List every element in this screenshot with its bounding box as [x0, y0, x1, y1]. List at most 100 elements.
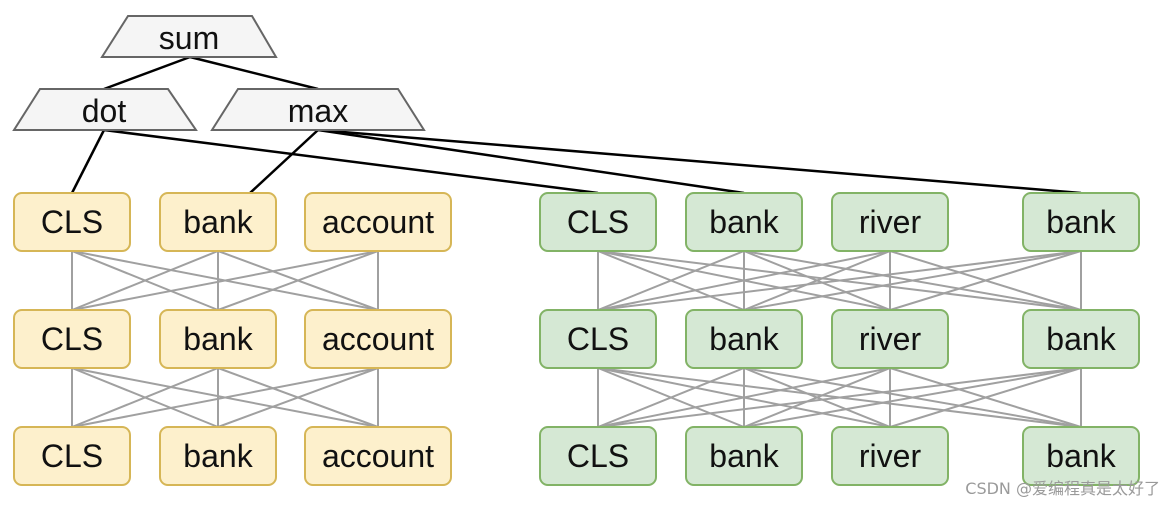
query-token-box	[304, 192, 452, 252]
query-token-node: CLS	[13, 426, 131, 486]
document-token-node: bank	[685, 426, 803, 486]
query-mesh-edge	[71, 250, 219, 311]
query-token-box	[13, 309, 131, 369]
operator-edges	[70, 55, 1082, 195]
query-token-box	[159, 309, 277, 369]
document-token-box	[539, 192, 657, 252]
edge-dot-doc-cls	[103, 128, 599, 195]
query-token-box	[159, 192, 277, 252]
query-token-label: CLS	[41, 204, 103, 240]
document-mesh-edge	[889, 367, 1082, 428]
mesh-edges	[71, 250, 1082, 428]
document-token-node: bank	[1022, 309, 1140, 369]
sum-label: sum	[159, 20, 219, 56]
document-token-box	[831, 426, 949, 486]
query-token-label: bank	[183, 438, 253, 474]
document-mesh-edge	[597, 367, 891, 428]
document-token-label: CLS	[567, 204, 629, 240]
dot-label: dot	[82, 93, 127, 129]
document-mesh-edge	[889, 250, 1082, 311]
query-token-box	[159, 426, 277, 486]
query-token-node: bank	[159, 426, 277, 486]
document-token-label: bank	[709, 438, 779, 474]
edge-sum-max	[189, 55, 319, 91]
document-token-label: bank	[709, 321, 779, 357]
document-token-node: CLS	[539, 426, 657, 486]
query-token-node: account	[304, 426, 452, 486]
query-token-node: bank	[159, 309, 277, 369]
edge-max-query-bank	[249, 129, 319, 194]
document-token-label: bank	[1046, 438, 1116, 474]
document-token-box	[831, 309, 949, 369]
document-mesh-edge	[743, 367, 891, 428]
document-token-box	[685, 309, 803, 369]
document-token-label: river	[859, 321, 922, 357]
query-token-box	[304, 426, 452, 486]
document-token-node: bank	[1022, 426, 1140, 486]
document-token-box	[685, 426, 803, 486]
document-token-node: bank	[685, 192, 803, 252]
edge-sum-dot	[103, 55, 191, 91]
document-mesh-edge	[743, 250, 1082, 311]
query-mesh-edge	[71, 367, 219, 428]
document-token-node: bank	[685, 309, 803, 369]
document-token-node: CLS	[539, 309, 657, 369]
edge-max-doc-bank-2	[317, 128, 1082, 195]
query-token-label: account	[322, 321, 434, 357]
query-token-label: account	[322, 438, 434, 474]
document-token-box	[1022, 426, 1140, 486]
query-token-node: account	[304, 309, 452, 369]
document-token-label: CLS	[567, 438, 629, 474]
document-mesh-edge	[597, 250, 891, 311]
document-token-node: river	[831, 426, 949, 486]
document-token-node: river	[831, 192, 949, 252]
query-token-box	[13, 192, 131, 252]
document-mesh-edge	[597, 367, 745, 428]
document-token-box	[685, 192, 803, 252]
max-label: max	[288, 93, 348, 129]
sum-trapezoid	[100, 15, 278, 58]
document-mesh-edge	[597, 367, 1082, 428]
document-token-label: river	[859, 438, 922, 474]
document-token-label: bank	[709, 204, 779, 240]
document-token-box	[1022, 309, 1140, 369]
dot-trapezoid	[12, 88, 198, 131]
query-token-box	[304, 309, 452, 369]
document-token-label: CLS	[567, 321, 629, 357]
document-token-box	[539, 426, 657, 486]
document-token-label: river	[859, 204, 922, 240]
query-mesh-edge	[71, 367, 379, 428]
document-token-node: river	[831, 309, 949, 369]
query-mesh-edge	[71, 250, 379, 311]
document-token-node: bank	[1022, 192, 1140, 252]
document-mesh-edge	[597, 250, 745, 311]
edge-dot-query-cls	[70, 129, 106, 194]
query-token-label: bank	[183, 204, 253, 240]
document-mesh-edge	[743, 250, 891, 311]
query-mesh-edge	[217, 367, 379, 428]
query-token-label: CLS	[41, 438, 103, 474]
query-mesh-edge	[217, 250, 379, 311]
document-token-box	[1022, 192, 1140, 252]
query-token-label: account	[322, 204, 434, 240]
operator-max: max	[210, 88, 426, 131]
document-token-label: bank	[1046, 321, 1116, 357]
document-mesh-edge	[597, 250, 1082, 311]
query-token-node: bank	[159, 192, 277, 252]
edge-max-doc-bank-1	[317, 128, 745, 195]
document-token-node: CLS	[539, 192, 657, 252]
max-trapezoid	[210, 88, 426, 131]
operator-sum: sum	[100, 15, 278, 58]
query-token-node: CLS	[13, 192, 131, 252]
watermark: CSDN @爱编程真是太好了	[965, 479, 1160, 498]
document-token-box	[539, 309, 657, 369]
document-token-box	[831, 192, 949, 252]
query-token-node: CLS	[13, 309, 131, 369]
query-token-node: account	[304, 192, 452, 252]
query-token-label: CLS	[41, 321, 103, 357]
document-mesh-edge	[743, 367, 1082, 428]
query-token-label: bank	[183, 321, 253, 357]
